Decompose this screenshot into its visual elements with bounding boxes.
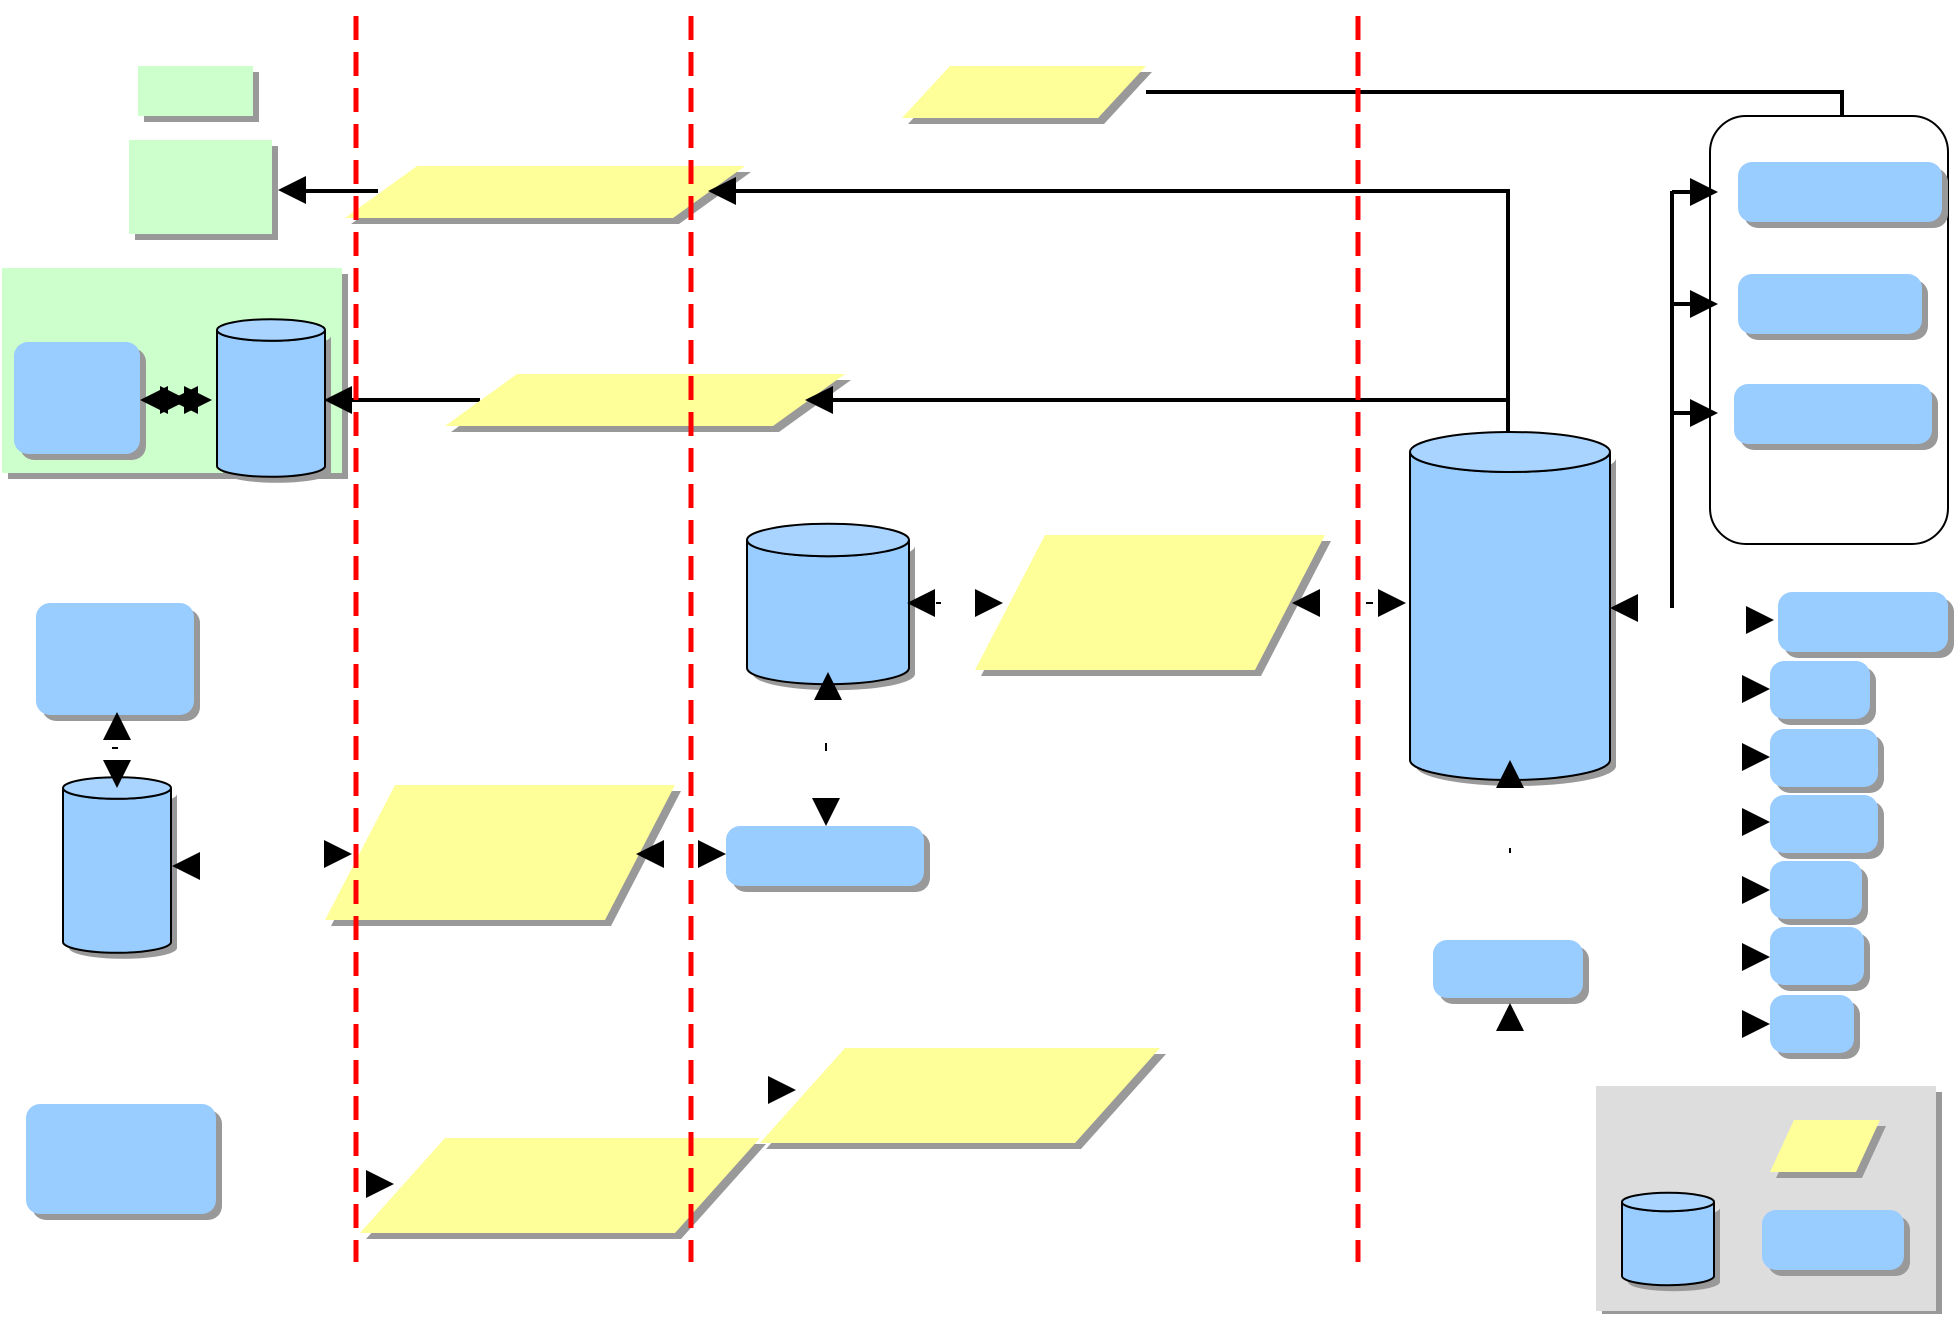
data-parallelogram (1770, 1120, 1886, 1178)
arrowhead (768, 1076, 796, 1104)
arrowhead (1496, 1003, 1524, 1031)
arrowhead (1742, 943, 1770, 971)
data-shapes (325, 66, 1886, 1239)
arrowhead (1292, 589, 1320, 617)
process-box (726, 826, 930, 892)
process-box (1770, 861, 1868, 925)
database-cylinder (1409, 431, 1616, 786)
process-box (26, 1104, 222, 1220)
arrowhead (812, 798, 840, 826)
arrowhead (1746, 606, 1774, 634)
process-box (1770, 729, 1884, 793)
process-box (1778, 592, 1954, 658)
process-box (1770, 661, 1876, 725)
external-label-box (138, 66, 253, 116)
process-box (1762, 1210, 1910, 1276)
process-box (1734, 384, 1938, 450)
process-boxes (14, 162, 1954, 1276)
data-parallelogram (345, 166, 751, 224)
arrowhead (1742, 675, 1770, 703)
arrowhead (366, 1170, 394, 1198)
arrowheads (103, 176, 1774, 1198)
process-box (36, 603, 200, 721)
connector-db-to-upper-output (710, 189, 1510, 452)
process-box (1770, 795, 1884, 859)
external-system-box (129, 140, 272, 234)
arrowhead (1742, 1010, 1770, 1038)
arrowhead (636, 840, 664, 868)
arrowhead (698, 840, 726, 868)
arrowhead (1742, 876, 1770, 904)
dash-marks (112, 602, 1511, 853)
arrowhead (1690, 178, 1718, 206)
arrowhead (103, 712, 131, 740)
data-parallelogram (445, 374, 851, 432)
data-parallelogram (975, 535, 1331, 676)
arrowhead (907, 589, 935, 617)
arrowhead (1742, 743, 1770, 771)
process-box (1770, 927, 1870, 991)
arrowhead (814, 672, 842, 700)
data-parallelogram (760, 1048, 1166, 1149)
arrowhead (1690, 290, 1718, 318)
database-cylinder (1621, 1191, 1720, 1292)
arrowhead (1610, 594, 1638, 622)
arrowhead (1690, 399, 1718, 427)
boundary-lines (353, 16, 1361, 1262)
arrowhead (172, 852, 200, 880)
arrowhead (1742, 808, 1770, 836)
database-cylinder (216, 318, 331, 483)
arrowhead (708, 177, 736, 205)
data-parallelogram (360, 1138, 766, 1239)
database-cylinder (746, 522, 915, 691)
process-box (1433, 940, 1589, 1004)
arrowhead (278, 176, 306, 204)
arrowhead (324, 840, 352, 868)
databases (62, 318, 1720, 1292)
arrowhead (975, 589, 1003, 617)
process-box (1738, 274, 1928, 340)
arrowhead (324, 386, 352, 414)
arrowhead (103, 760, 131, 788)
data-parallelogram (325, 785, 681, 926)
arrowhead (1496, 760, 1524, 788)
arrowhead (160, 386, 188, 414)
process-box (1738, 162, 1948, 228)
data-parallelogram (902, 66, 1152, 124)
arrowhead (805, 386, 833, 414)
process-box (1770, 995, 1860, 1059)
arrowhead (1378, 589, 1406, 617)
process-box (14, 342, 146, 460)
database-cylinder (62, 776, 177, 959)
